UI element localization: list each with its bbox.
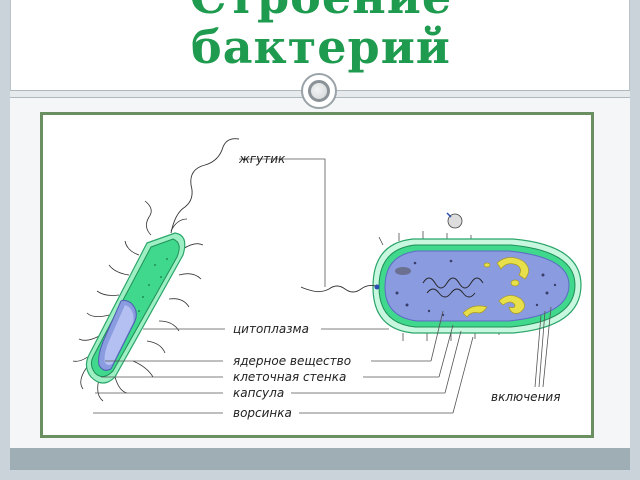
rod-flagellum <box>170 138 240 234</box>
label-pili: ворсинка <box>233 406 292 420</box>
title-area: Строение бактерий <box>10 0 630 90</box>
bubble-stem <box>446 212 452 218</box>
section-flagellum <box>300 284 380 293</box>
diagram-frame: жгутик цитоплазма ядерное вещество клето… <box>40 112 594 438</box>
basal-body <box>374 284 380 290</box>
label-cell-wall: клеточная стенка <box>233 370 346 384</box>
label-inclusions: включения <box>491 390 560 404</box>
label-cytoplasm: цитоплазма <box>233 322 309 336</box>
section-granules <box>395 259 557 317</box>
rod-bacterium <box>72 138 240 402</box>
section-bacterium <box>300 212 582 341</box>
bacteria-diagram: жгутик цитоплазма ядерное вещество клето… <box>72 138 582 420</box>
label-flagellum: жгутик <box>238 152 286 166</box>
bubble-icon <box>447 213 463 229</box>
leader-lines <box>93 158 552 414</box>
bottom-bar <box>10 448 630 470</box>
rod-cytoplasm-highlight <box>104 305 134 365</box>
section-inclusions <box>462 257 529 318</box>
label-capsule: капсула <box>233 386 284 400</box>
section-nucleoid <box>422 277 484 298</box>
page-title-line1: Строение <box>11 0 629 22</box>
ring-ornament-icon <box>301 73 337 109</box>
page-title-line2: бактерий <box>191 20 451 74</box>
label-nucleoid: ядерное вещество <box>233 354 351 368</box>
rod-speckles <box>138 258 168 312</box>
